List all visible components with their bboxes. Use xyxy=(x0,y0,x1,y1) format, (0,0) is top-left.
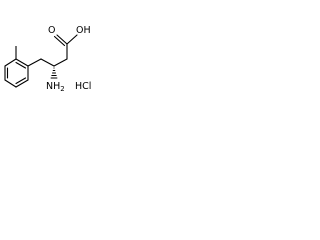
hashed-wedge-bond xyxy=(50,67,58,79)
ring-double-bond xyxy=(15,61,27,69)
salt-label: HCl xyxy=(75,81,91,92)
ring-bond xyxy=(15,79,29,88)
ring-double-bond xyxy=(15,77,27,85)
benzene-ring xyxy=(4,58,29,88)
carbon-chain xyxy=(27,34,78,67)
hydroxyl-label: OH xyxy=(76,25,91,36)
carbonyl-double-bond xyxy=(53,35,66,47)
amine-label: NH2 xyxy=(46,81,65,93)
carbonyl-bond xyxy=(56,34,68,45)
chain-bond xyxy=(40,58,55,67)
ring-bond xyxy=(4,58,17,67)
hydroxyl-bond xyxy=(66,34,78,45)
structure-diagram: O OH NH2 HCl xyxy=(0,0,122,97)
ring-bond xyxy=(15,58,29,67)
chain-bond xyxy=(27,58,42,67)
amine-symbol: NH xyxy=(46,81,60,92)
amine-subscript: 2 xyxy=(60,85,64,93)
carbonyl-oxygen-label: O xyxy=(48,25,55,36)
chain-bond xyxy=(53,58,68,67)
molecule-drawing: O OH NH2 HCl xyxy=(4,25,91,93)
ring-bond xyxy=(4,79,17,88)
